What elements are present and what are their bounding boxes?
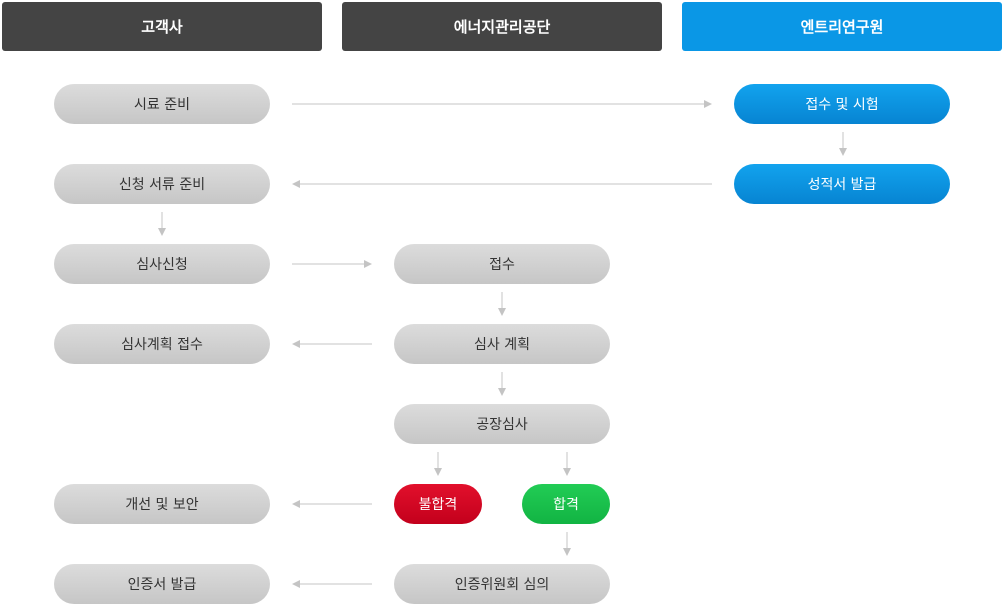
- connector-pass-to-committee: [563, 532, 571, 556]
- step-committee-review: 인증위원회 심의: [394, 564, 610, 604]
- column-header-agency: 에너지관리공단: [342, 2, 662, 51]
- step-audit-plan: 심사 계획: [394, 324, 610, 364]
- connector-fail-to-improvement: [292, 500, 372, 508]
- step-certificate-issue: 인증서 발급: [54, 564, 270, 604]
- step-improvement: 개선 및 보안: [54, 484, 270, 524]
- connector-report-to-documents: [292, 180, 712, 188]
- step-document-prep: 신청 서류 준비: [54, 164, 270, 204]
- step-pass: 합격: [522, 484, 610, 524]
- connector-request-to-receipt: [292, 260, 372, 268]
- step-audit-request: 심사신청: [54, 244, 270, 284]
- connector-committee-to-certificate: [292, 580, 372, 588]
- step-receipt: 접수: [394, 244, 610, 284]
- connector-test-to-report: [839, 132, 847, 156]
- step-sample-prep: 시료 준비: [54, 84, 270, 124]
- column-header-institute: 엔트리연구원: [682, 2, 1002, 51]
- step-fail: 불합격: [394, 484, 482, 524]
- step-receipt-and-test: 접수 및 시험: [734, 84, 950, 124]
- connector-plan-to-factory: [498, 372, 506, 396]
- connector-receipt-to-plan: [498, 292, 506, 316]
- connector-documents-to-request: [158, 212, 166, 236]
- connector-plan-to-plan-receipt: [292, 340, 372, 348]
- step-report-issue: 성적서 발급: [734, 164, 950, 204]
- connector-factory-to-pass: [563, 452, 571, 476]
- connector-sample-to-test: [292, 100, 712, 108]
- step-factory-audit: 공장심사: [394, 404, 610, 444]
- step-audit-plan-receipt: 심사계획 접수: [54, 324, 270, 364]
- connector-factory-to-fail: [434, 452, 442, 476]
- column-header-customer: 고객사: [2, 2, 322, 51]
